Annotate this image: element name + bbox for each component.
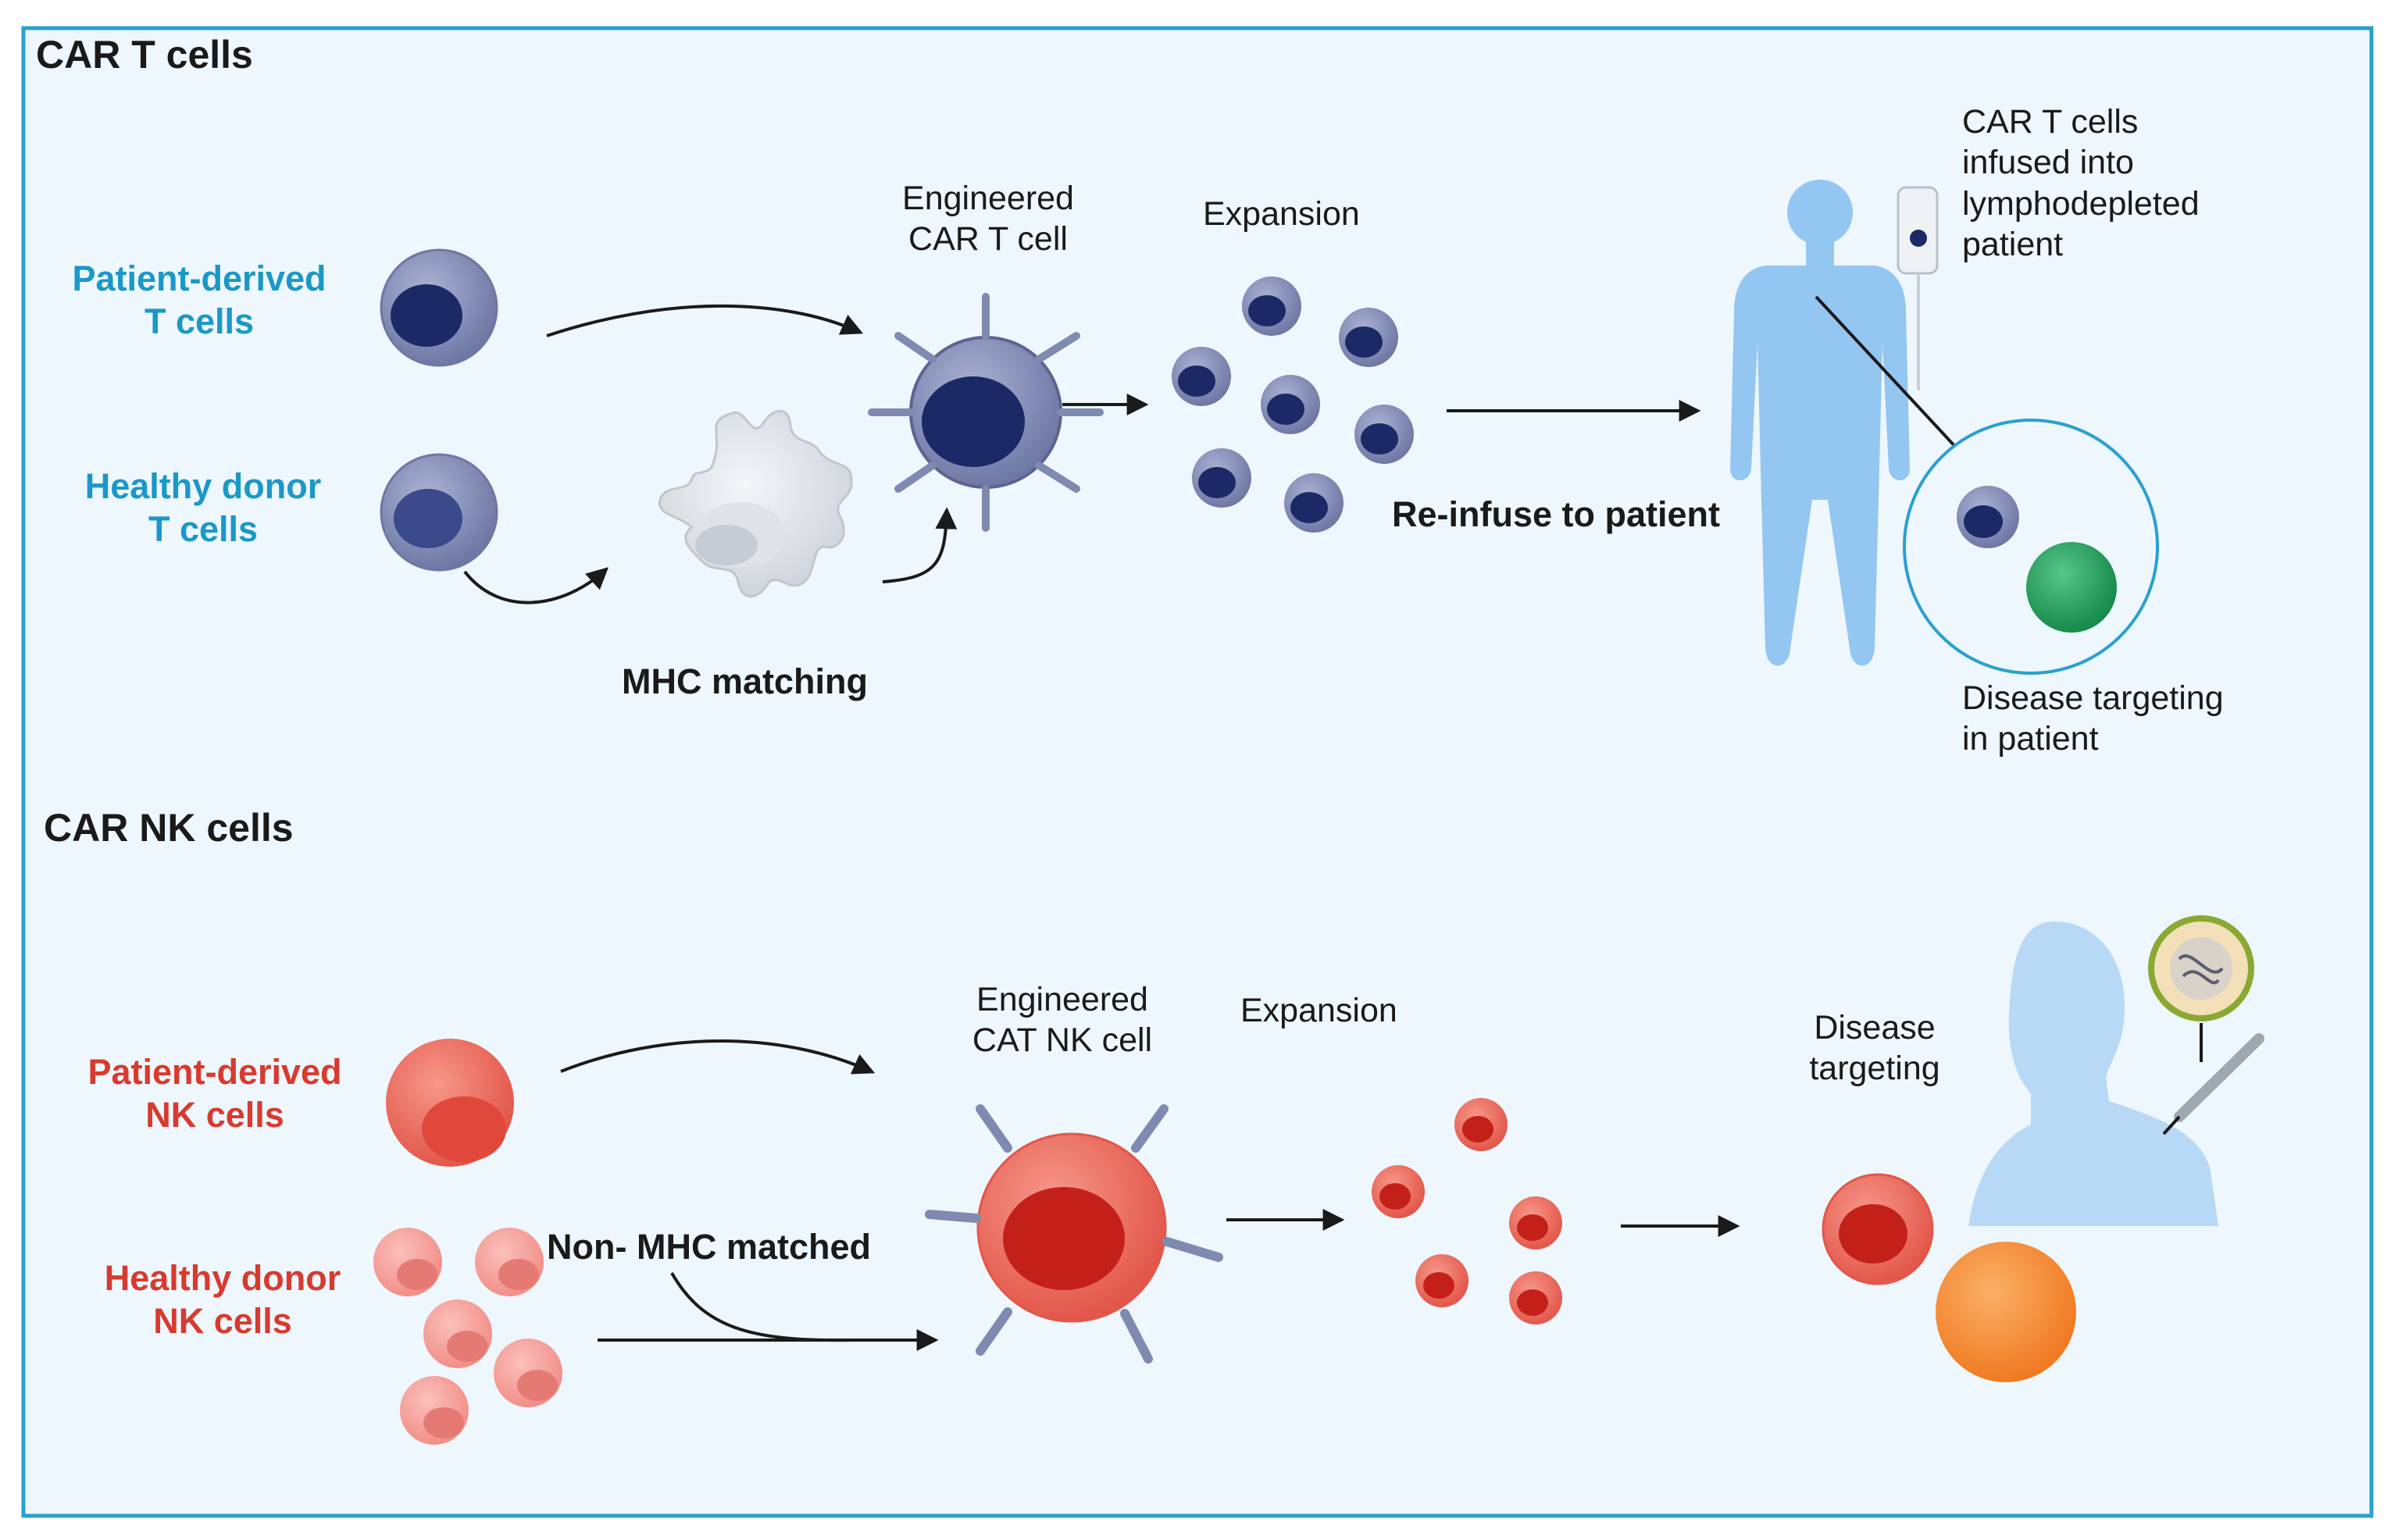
- infused-line1: CAR T cells: [1962, 103, 2139, 141]
- t-engineered-line1: Engineered: [902, 180, 1074, 217]
- nk-engineered-line2: CAT NK cell: [972, 1021, 1153, 1060]
- nk-patient-line2: NK cells: [145, 1094, 284, 1135]
- patient-t-cell: [380, 248, 498, 367]
- patient-nk-cell: [386, 1039, 514, 1167]
- virus-icon: [2148, 915, 2254, 1021]
- t-engineered-label: Engineered CAR T cell: [859, 178, 1117, 260]
- t-expansion-label: Expansion: [1203, 195, 1360, 233]
- expansion-t-cells: [1172, 276, 1414, 533]
- t-targeting-label: Disease targeting in patient: [1962, 678, 2224, 760]
- infused-line2: infused into: [1962, 144, 2134, 182]
- nk-expansion-label: Expansion: [1240, 992, 1397, 1029]
- arrow-donor-to-mhc: [463, 567, 609, 604]
- engineered-car-nk-cell: [925, 1104, 1223, 1364]
- t-donor-label: Healthy donor T cells: [55, 465, 351, 551]
- infused-label: CAR T cells infused into lymphodepleted …: [1962, 102, 2200, 266]
- engineered-car-t-cell: [868, 293, 1104, 532]
- patient-torso: [1968, 922, 2218, 1226]
- t-patient-label-line1: Patient-derived: [72, 258, 327, 298]
- dendritic-cell: [658, 409, 853, 598]
- arrow-nk-patient-to-engineered: [560, 1039, 876, 1075]
- infused-line3: lymphodepleted: [1962, 184, 2200, 223]
- expansion-nk-cells: [1372, 1098, 1562, 1324]
- nk-donor-label: Healthy donor NK cells: [78, 1257, 367, 1343]
- t-patient-label: Patient-derived T cells: [55, 258, 344, 344]
- nk-patient-line1: Patient-derived: [87, 1052, 342, 1092]
- t-patient-label-line2: T cells: [144, 301, 255, 341]
- mhc-matching-label: MHC matching: [622, 661, 868, 701]
- t-donor-label-line1: Healthy donor: [84, 466, 322, 506]
- nk-engineered-label: Engineered CAT NK cell: [930, 979, 1195, 1061]
- infused-line4: patient: [1962, 226, 2064, 264]
- iv-bag: [1897, 186, 1939, 390]
- nk-patient-label: Patient-derived NK cells: [70, 1051, 359, 1137]
- t-targeting-line2: in patient: [1962, 720, 2099, 758]
- t-targeting-line1: Disease targeting: [1962, 679, 2224, 717]
- arrow-non-mhc: [670, 1272, 852, 1342]
- donor-t-cell: [380, 453, 498, 572]
- car-t-title: CAR T cells: [36, 33, 253, 77]
- nk-donor-line1: Healthy donor: [104, 1258, 341, 1298]
- reinfuse-label: Re-infuse to patient: [1392, 494, 1721, 534]
- t-engineered-line2: CAR T cell: [908, 220, 1068, 258]
- nk-targeting-line2: targeting: [1809, 1050, 1940, 1088]
- donor-nk-cells: [373, 1228, 562, 1445]
- arrow-patient-to-engineered: [546, 304, 864, 337]
- arrow-mhc-to-engineered: [882, 507, 958, 583]
- nk-targeting-line1: Disease: [1814, 1009, 1936, 1046]
- nk-target-cells: [1822, 1173, 2076, 1382]
- car-nk-title: CAR NK cells: [44, 806, 294, 850]
- syringe-icon: [2162, 1023, 2264, 1135]
- nk-engineered-line1: Engineered: [976, 981, 1148, 1018]
- nk-donor-line2: NK cells: [153, 1300, 292, 1341]
- disease-targeting-inset: [1903, 419, 2159, 675]
- non-mhc-label: Non- MHC matched: [547, 1227, 871, 1267]
- patient-body: [1730, 180, 1910, 666]
- nk-targeting-label: Disease targeting: [1765, 1007, 1984, 1089]
- t-donor-label-line2: T cells: [148, 508, 259, 549]
